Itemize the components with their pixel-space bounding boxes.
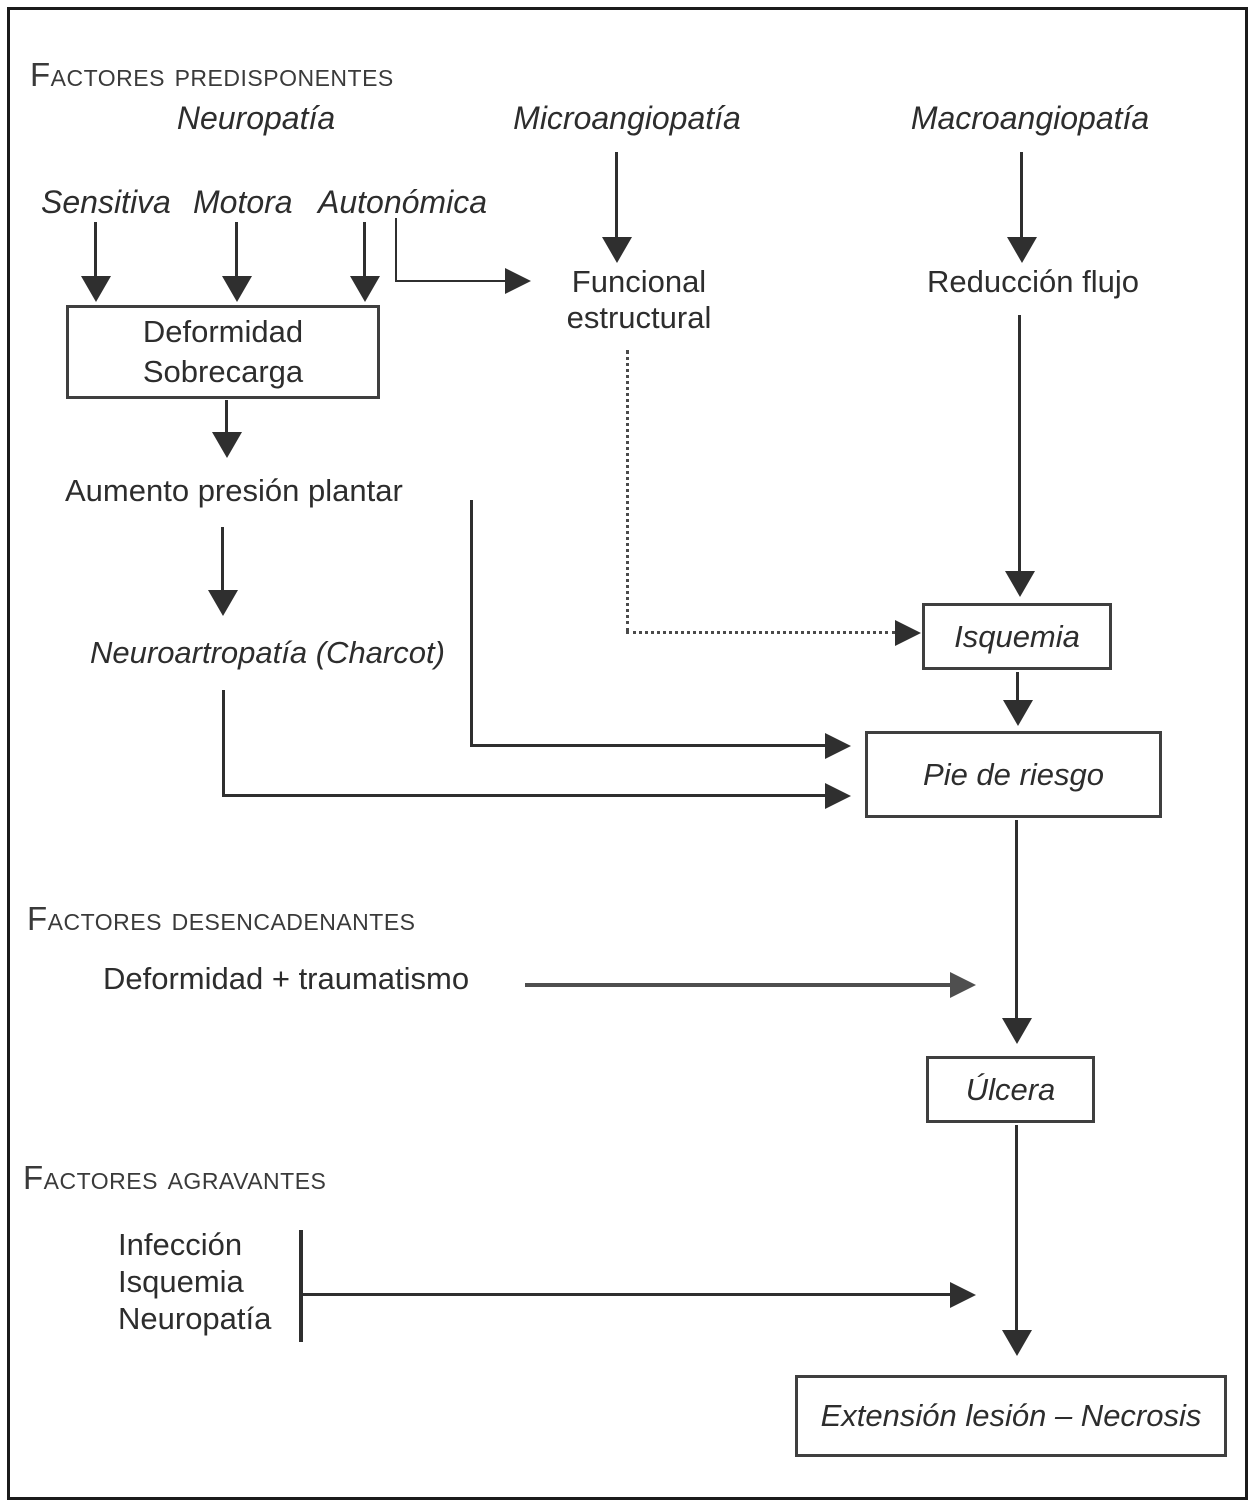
arrow-isquemia-pie-head xyxy=(1003,700,1033,726)
label-deformidad-traumatismo: Deformidad + traumatismo xyxy=(103,961,470,996)
arrow-motora-stem xyxy=(235,222,238,278)
arrow-ulcera-extension-head xyxy=(1002,1330,1032,1356)
arrow-reduccion-isquemia-stem xyxy=(1018,315,1021,571)
dotted-line-estructural-vertical xyxy=(626,350,629,632)
arrow-reduccion-isquemia-head xyxy=(1005,571,1035,597)
arrow-agravantes-line xyxy=(303,1293,950,1296)
list-item-neuropatia: Neuropatía xyxy=(118,1301,272,1336)
label-neuroartropatia-charcot: Neuroartropatía (Charcot) xyxy=(90,635,445,670)
heading-factores-agravantes: Factores agravantes xyxy=(23,1159,327,1196)
arrow-deformidad-aumento-stem xyxy=(225,400,228,434)
arrow-sensitiva-stem xyxy=(94,222,97,278)
arrow-autonomica-stem xyxy=(363,222,366,278)
elbow-neuroartropatia-pie-horizontal xyxy=(222,794,825,797)
box-isquemia-label: Isquemia xyxy=(954,618,1080,654)
aggravating-bracket-bar xyxy=(299,1230,303,1342)
elbow-aumento-pie-horizontal xyxy=(470,744,825,747)
dotted-line-estructural-horizontal xyxy=(626,631,895,634)
list-item-infeccion: Infección xyxy=(118,1227,243,1262)
box-extension-necrosis: Extensión lesión – Necrosis xyxy=(795,1375,1227,1457)
elbow-autonomica-funcional-vertical xyxy=(395,218,397,282)
elbow-aumento-pie-vertical xyxy=(470,500,473,747)
elbow-neuroartropatia-pie-vertical xyxy=(222,690,225,797)
label-macroangiopatia: Macroangiopatía xyxy=(910,100,1150,136)
box-ulcera: Úlcera xyxy=(926,1056,1095,1123)
label-sensitiva: Sensitiva xyxy=(41,184,171,220)
arrow-macroangiopatia-stem xyxy=(1020,152,1023,239)
box-deformidad-line2: Sobrecarga xyxy=(142,354,304,389)
box-pie-de-riesgo: Pie de riesgo xyxy=(865,731,1162,818)
arrow-microangiopatia-head xyxy=(602,237,632,263)
aggravating-list: Infección Isquemia Neuropatía xyxy=(118,1226,271,1337)
label-aumento-presion-plantar: Aumento presión plantar xyxy=(65,473,403,508)
list-item-isquemia: Isquemia xyxy=(118,1264,244,1299)
box-pie-de-riesgo-label: Pie de riesgo xyxy=(923,756,1104,792)
box-isquemia: Isquemia xyxy=(922,603,1112,670)
label-estructural: estructural xyxy=(566,300,712,335)
arrow-isquemia-pie-stem xyxy=(1016,672,1019,702)
outer-border xyxy=(7,7,1248,1500)
elbow-neuroartropatia-pie-head xyxy=(825,783,851,809)
label-microangiopatia: Microangiopatía xyxy=(513,100,741,136)
arrow-microangiopatia-stem xyxy=(615,152,618,239)
box-ulcera-label: Úlcera xyxy=(965,1071,1056,1107)
arrow-motora-head xyxy=(222,276,252,302)
label-autonomica: Autonómica xyxy=(318,184,487,220)
arrow-ulcera-extension-stem xyxy=(1015,1125,1018,1331)
box-deformidad-line1: Deformidad xyxy=(142,314,304,349)
label-neuropatia: Neuropatía xyxy=(176,100,336,136)
label-reduccion-flujo: Reducción flujo xyxy=(927,264,1139,299)
label-funcional-estructural: Funcional estructural xyxy=(539,264,739,336)
label-motora: Motora xyxy=(193,184,293,220)
elbow-autonomica-funcional-head xyxy=(505,268,531,294)
box-deformidad-sobrecarga: Deformidad Sobrecarga xyxy=(66,305,380,399)
arrow-aumento-neuroartropatia-stem xyxy=(221,527,224,592)
box-extension-necrosis-label: Extensión lesión – Necrosis xyxy=(820,1398,1202,1433)
arrow-pie-ulcera-stem xyxy=(1015,820,1018,1020)
elbow-autonomica-funcional-horizontal xyxy=(395,280,505,282)
label-funcional: Funcional xyxy=(571,264,707,299)
arrow-sensitiva-head xyxy=(81,276,111,302)
arrow-deformidad-aumento-head xyxy=(212,432,242,458)
arrow-autonomica-head xyxy=(350,276,380,302)
arrow-pie-ulcera-head xyxy=(1002,1018,1032,1044)
arrow-traumatismo-head xyxy=(950,972,976,998)
arrow-aumento-neuroartropatia-head xyxy=(208,590,238,616)
heading-factores-desencadenantes: Factores desencadenantes xyxy=(27,900,416,937)
arrow-agravantes-head xyxy=(950,1282,976,1308)
elbow-aumento-pie-head xyxy=(825,733,851,759)
arrow-traumatismo-line xyxy=(525,983,950,987)
heading-factores-predisponentes: Factores predisponentes xyxy=(30,56,394,93)
arrow-macroangiopatia-head xyxy=(1007,237,1037,263)
dotted-line-isquemia-head xyxy=(895,620,921,646)
